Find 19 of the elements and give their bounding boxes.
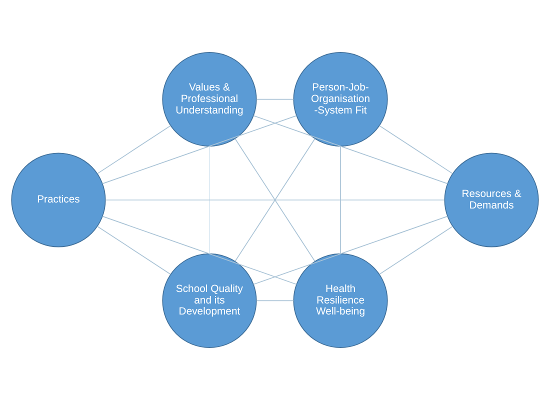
connector	[97, 125, 172, 174]
node-circle: Values & Professional Understanding	[162, 52, 257, 147]
connector	[253, 216, 448, 285]
connector	[256, 98, 294, 100]
node-circle: Person-Job- Organisation -System Fit	[293, 52, 388, 147]
connector	[96, 226, 171, 275]
node-circle: School Quality and its Development	[162, 253, 257, 348]
connector	[102, 216, 297, 285]
connector	[256, 300, 294, 302]
node-circle: Health Resilience Well-being	[293, 253, 388, 348]
node-circle: Practices	[11, 152, 106, 248]
connector	[253, 115, 448, 184]
connector	[234, 138, 316, 262]
connector	[378, 125, 453, 174]
connector	[102, 115, 297, 184]
connector	[379, 226, 454, 275]
connector	[209, 146, 210, 254]
connector	[340, 146, 341, 254]
node-circle: Resources & Demands	[444, 152, 539, 248]
